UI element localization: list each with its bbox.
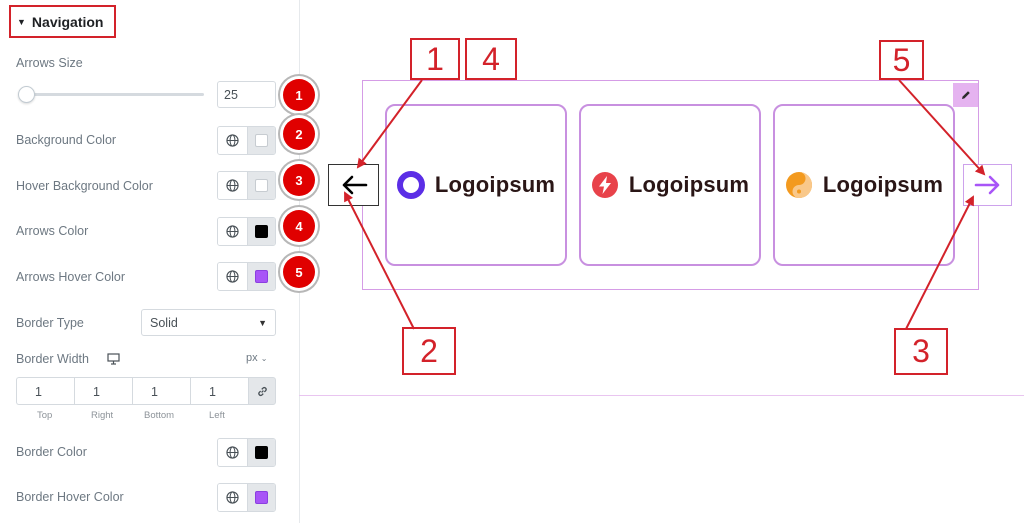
callout-3: 3 [894, 328, 948, 375]
logo-card-2[interactable]: Logoipsum [579, 104, 761, 266]
bolt-logo-icon [591, 172, 618, 198]
globe-icon[interactable] [218, 263, 248, 290]
border-hover-color-control [217, 483, 276, 512]
link-values-button[interactable] [248, 377, 276, 405]
globe-icon[interactable] [218, 484, 248, 511]
background-color-label: Background Color [16, 133, 117, 147]
hover-background-color-picker[interactable] [248, 172, 275, 199]
dropdown-caret-icon: ▼ [258, 317, 267, 328]
logo-text: Logoipsum [628, 172, 750, 197]
border-width-right-input[interactable]: 1 [74, 377, 132, 405]
arrows-color-swatch [255, 225, 268, 238]
prev-arrow-button[interactable] [328, 164, 379, 206]
hover-background-color-label: Hover Background Color [16, 179, 153, 193]
globe-icon[interactable] [218, 218, 248, 245]
border-color-control [217, 438, 276, 467]
preview-canvas [299, 0, 1024, 396]
logo-text: Logoipsum [822, 172, 944, 197]
bottom-caption: Bottom [144, 410, 175, 421]
border-type-value: Solid [150, 315, 178, 330]
border-width-top-input[interactable]: 1 [16, 377, 74, 405]
border-color-swatch [255, 446, 268, 459]
arrows-hover-color-label: Arrows Hover Color [16, 270, 126, 284]
border-color-picker[interactable] [248, 439, 275, 466]
annotation-badge-3: 3 [283, 164, 315, 196]
background-color-control [217, 126, 276, 155]
callout-1: 1 [410, 38, 460, 80]
navigation-section-header[interactable]: ▼ Navigation [9, 5, 116, 38]
logo-text: Logoipsum [434, 172, 556, 197]
left-caption: Left [209, 410, 225, 421]
hover-background-color-swatch [255, 179, 268, 192]
globe-icon[interactable] [218, 172, 248, 199]
border-width-left-input[interactable]: 1 [190, 377, 248, 405]
top-caption: Top [37, 410, 53, 421]
annotation-badge-2: 2 [283, 118, 315, 150]
arrows-color-label: Arrows Color [16, 224, 89, 238]
border-width-unit-select[interactable]: px ⌄ [246, 352, 267, 364]
arrows-size-slider-handle[interactable] [18, 86, 35, 103]
globe-icon[interactable] [218, 127, 248, 154]
border-hover-color-picker[interactable] [248, 484, 275, 511]
ring-logo-icon [396, 171, 425, 199]
link-icon [257, 386, 267, 396]
arrow-right-icon [974, 175, 999, 195]
callout-2: 2 [402, 327, 456, 375]
callout-4: 4 [465, 38, 517, 80]
background-color-swatch [255, 134, 268, 147]
annotation-badge-5: 5 [283, 256, 315, 288]
annotation-badge-1: 1 [283, 79, 315, 111]
arrows-color-control [217, 217, 276, 246]
border-type-select[interactable]: Solid ▼ [141, 309, 276, 336]
right-caption: Right [91, 410, 114, 421]
desktop-icon[interactable] [107, 352, 120, 370]
unit-label: px [246, 352, 258, 364]
logo-card-1[interactable]: Logoipsum [385, 104, 567, 266]
navigation-controls-panel: ▼ Navigation Arrows Size 25 1 Background… [0, 0, 315, 523]
section-title: Navigation [31, 13, 104, 30]
hover-background-color-control [217, 171, 276, 200]
caret-down-icon: ▼ [17, 16, 26, 27]
next-arrow-button[interactable] [963, 164, 1012, 206]
border-color-label: Border Color [16, 445, 87, 459]
border-type-label: Border Type [16, 316, 84, 330]
arrows-color-picker[interactable] [248, 218, 275, 245]
callout-5: 5 [879, 40, 924, 80]
arrow-left-icon [342, 175, 367, 195]
border-width-bottom-input[interactable]: 1 [132, 377, 190, 405]
border-width-label: Border Width [16, 352, 89, 366]
border-hover-color-swatch [255, 491, 268, 504]
border-width-inputs: 1 1 1 1 [16, 377, 276, 405]
chevron-down-icon: ⌄ [260, 354, 268, 363]
arrows-size-slider-track[interactable] [22, 93, 204, 96]
background-color-picker[interactable] [248, 127, 275, 154]
pencil-icon [961, 91, 970, 99]
arrows-hover-color-swatch [255, 270, 268, 283]
logo-card-3[interactable]: Logoipsum [773, 104, 955, 266]
yin-yang-logo-icon [785, 172, 812, 198]
arrows-hover-color-control [217, 262, 276, 291]
globe-icon[interactable] [218, 439, 248, 466]
border-hover-color-label: Border Hover Color [16, 490, 124, 504]
arrows-hover-color-picker[interactable] [248, 263, 275, 290]
arrows-size-label: Arrows Size [16, 56, 83, 70]
edit-widget-button[interactable] [953, 83, 978, 107]
annotation-badge-4: 4 [283, 210, 315, 242]
arrows-size-input[interactable]: 25 [217, 81, 276, 108]
